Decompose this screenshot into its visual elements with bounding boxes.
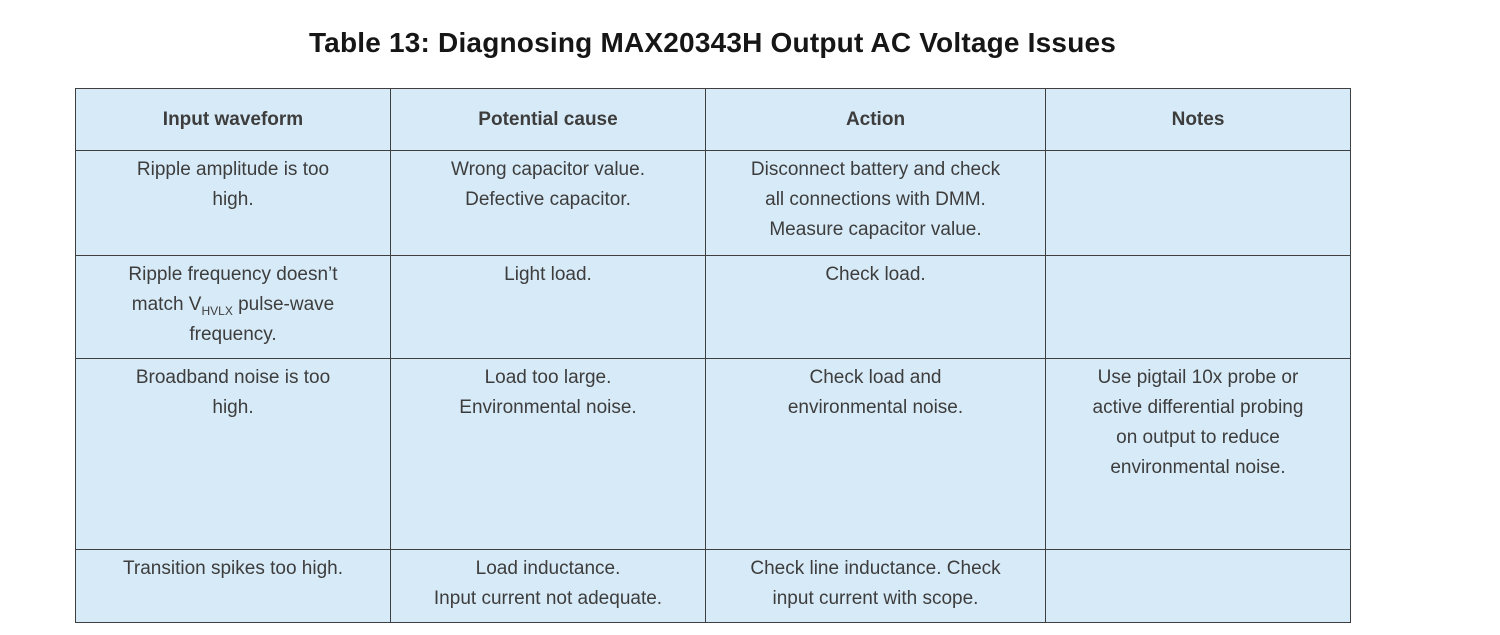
cell-action: Disconnect battery and check all connect… (705, 150, 1046, 256)
subscript-hvlx: HVLX (201, 303, 233, 318)
cell-action: Check load. (705, 255, 1046, 359)
cell-text-before-subscript: Ripple frequency doesn’t match V (128, 264, 338, 315)
table-title: Table 13: Diagnosing MAX20343H Output AC… (308, 27, 1117, 58)
cell-potential-cause: Load inductance. Input current not adequ… (390, 549, 706, 623)
table-row-ripple-amplitude: Ripple amplitude is too high. Wrong capa… (75, 150, 1351, 256)
cell-notes (1045, 549, 1351, 623)
table-row-ripple-frequency: Ripple frequency doesn’t match VHVLX pul… (75, 255, 1351, 359)
cell-input-waveform: Broadband noise is too high. (75, 358, 391, 550)
cell-potential-cause: Load too large. Environmental noise. (390, 358, 706, 550)
cell-potential-cause: Wrong capacitor value. Defective capacit… (390, 150, 706, 256)
cell-notes (1045, 150, 1351, 256)
cell-input-waveform: Ripple frequency doesn’t match VHVLX pul… (75, 255, 391, 359)
cell-input-waveform: Transition spikes too high. (75, 549, 391, 623)
cell-action: Check load and environmental noise. (705, 358, 1046, 550)
cell-potential-cause: Light load. (390, 255, 706, 359)
cell-action: Check line inductance. Check input curre… (705, 549, 1046, 623)
column-header-notes: Notes (1045, 88, 1351, 151)
cell-input-waveform: Ripple amplitude is too high. (75, 150, 391, 256)
column-header-action: Action (705, 88, 1046, 151)
diagnostics-table: Input waveform Potential cause Action No… (75, 88, 1351, 623)
table-row-broadband-noise: Broadband noise is too high. Load too la… (75, 358, 1351, 550)
cell-notes: Use pigtail 10x probe or active differen… (1045, 358, 1351, 550)
table-header-row: Input waveform Potential cause Action No… (75, 88, 1351, 151)
table-row-transition-spikes: Transition spikes too high. Load inducta… (75, 549, 1351, 623)
cell-text-after-subscript: pulse-wave frequency. (189, 294, 335, 345)
cell-notes (1045, 255, 1351, 359)
column-header-input-waveform: Input waveform (75, 88, 391, 151)
column-header-potential-cause: Potential cause (390, 88, 706, 151)
